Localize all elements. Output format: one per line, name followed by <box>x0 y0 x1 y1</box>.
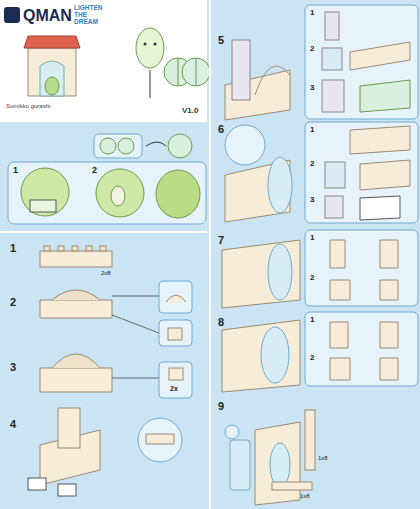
callout-text: Sumikko gurashi <box>6 103 50 110</box>
step-number: 2 <box>10 296 16 308</box>
callout-text: LIGHTEN THE DREAM <box>74 4 108 25</box>
callout-text: 2x8 <box>101 270 111 277</box>
callout-text: 2 <box>92 166 97 176</box>
step-number: 3 <box>10 361 16 373</box>
step-number: 4 <box>10 418 16 430</box>
callout-text: 2 <box>310 45 314 54</box>
step-number: 5 <box>218 34 224 46</box>
callout-text: 2 <box>310 160 314 169</box>
step-number: 8 <box>218 316 224 328</box>
callout-text: 1x8 <box>300 493 310 500</box>
callout-text: V1.0 <box>182 107 198 116</box>
callout-text: 1x8 <box>318 455 328 462</box>
callout-text: 2x <box>170 385 178 393</box>
callout-text: 1 <box>310 126 314 135</box>
callout-text: 1 <box>310 316 314 325</box>
step-number: 7 <box>218 234 224 246</box>
callout-text: 1 <box>310 234 314 243</box>
callout-text: 2 <box>310 274 314 283</box>
callout-text: 3 <box>310 196 314 205</box>
callout-text: 2 <box>310 354 314 363</box>
step-number: 1 <box>10 242 16 254</box>
callout-text: 1 <box>13 166 18 176</box>
step-number: 9 <box>218 400 224 412</box>
step-number: 6 <box>218 123 224 135</box>
callout-text: 1 <box>310 9 314 18</box>
brand-logo: QMAN <box>23 7 72 25</box>
callout-text: 3 <box>310 84 314 93</box>
